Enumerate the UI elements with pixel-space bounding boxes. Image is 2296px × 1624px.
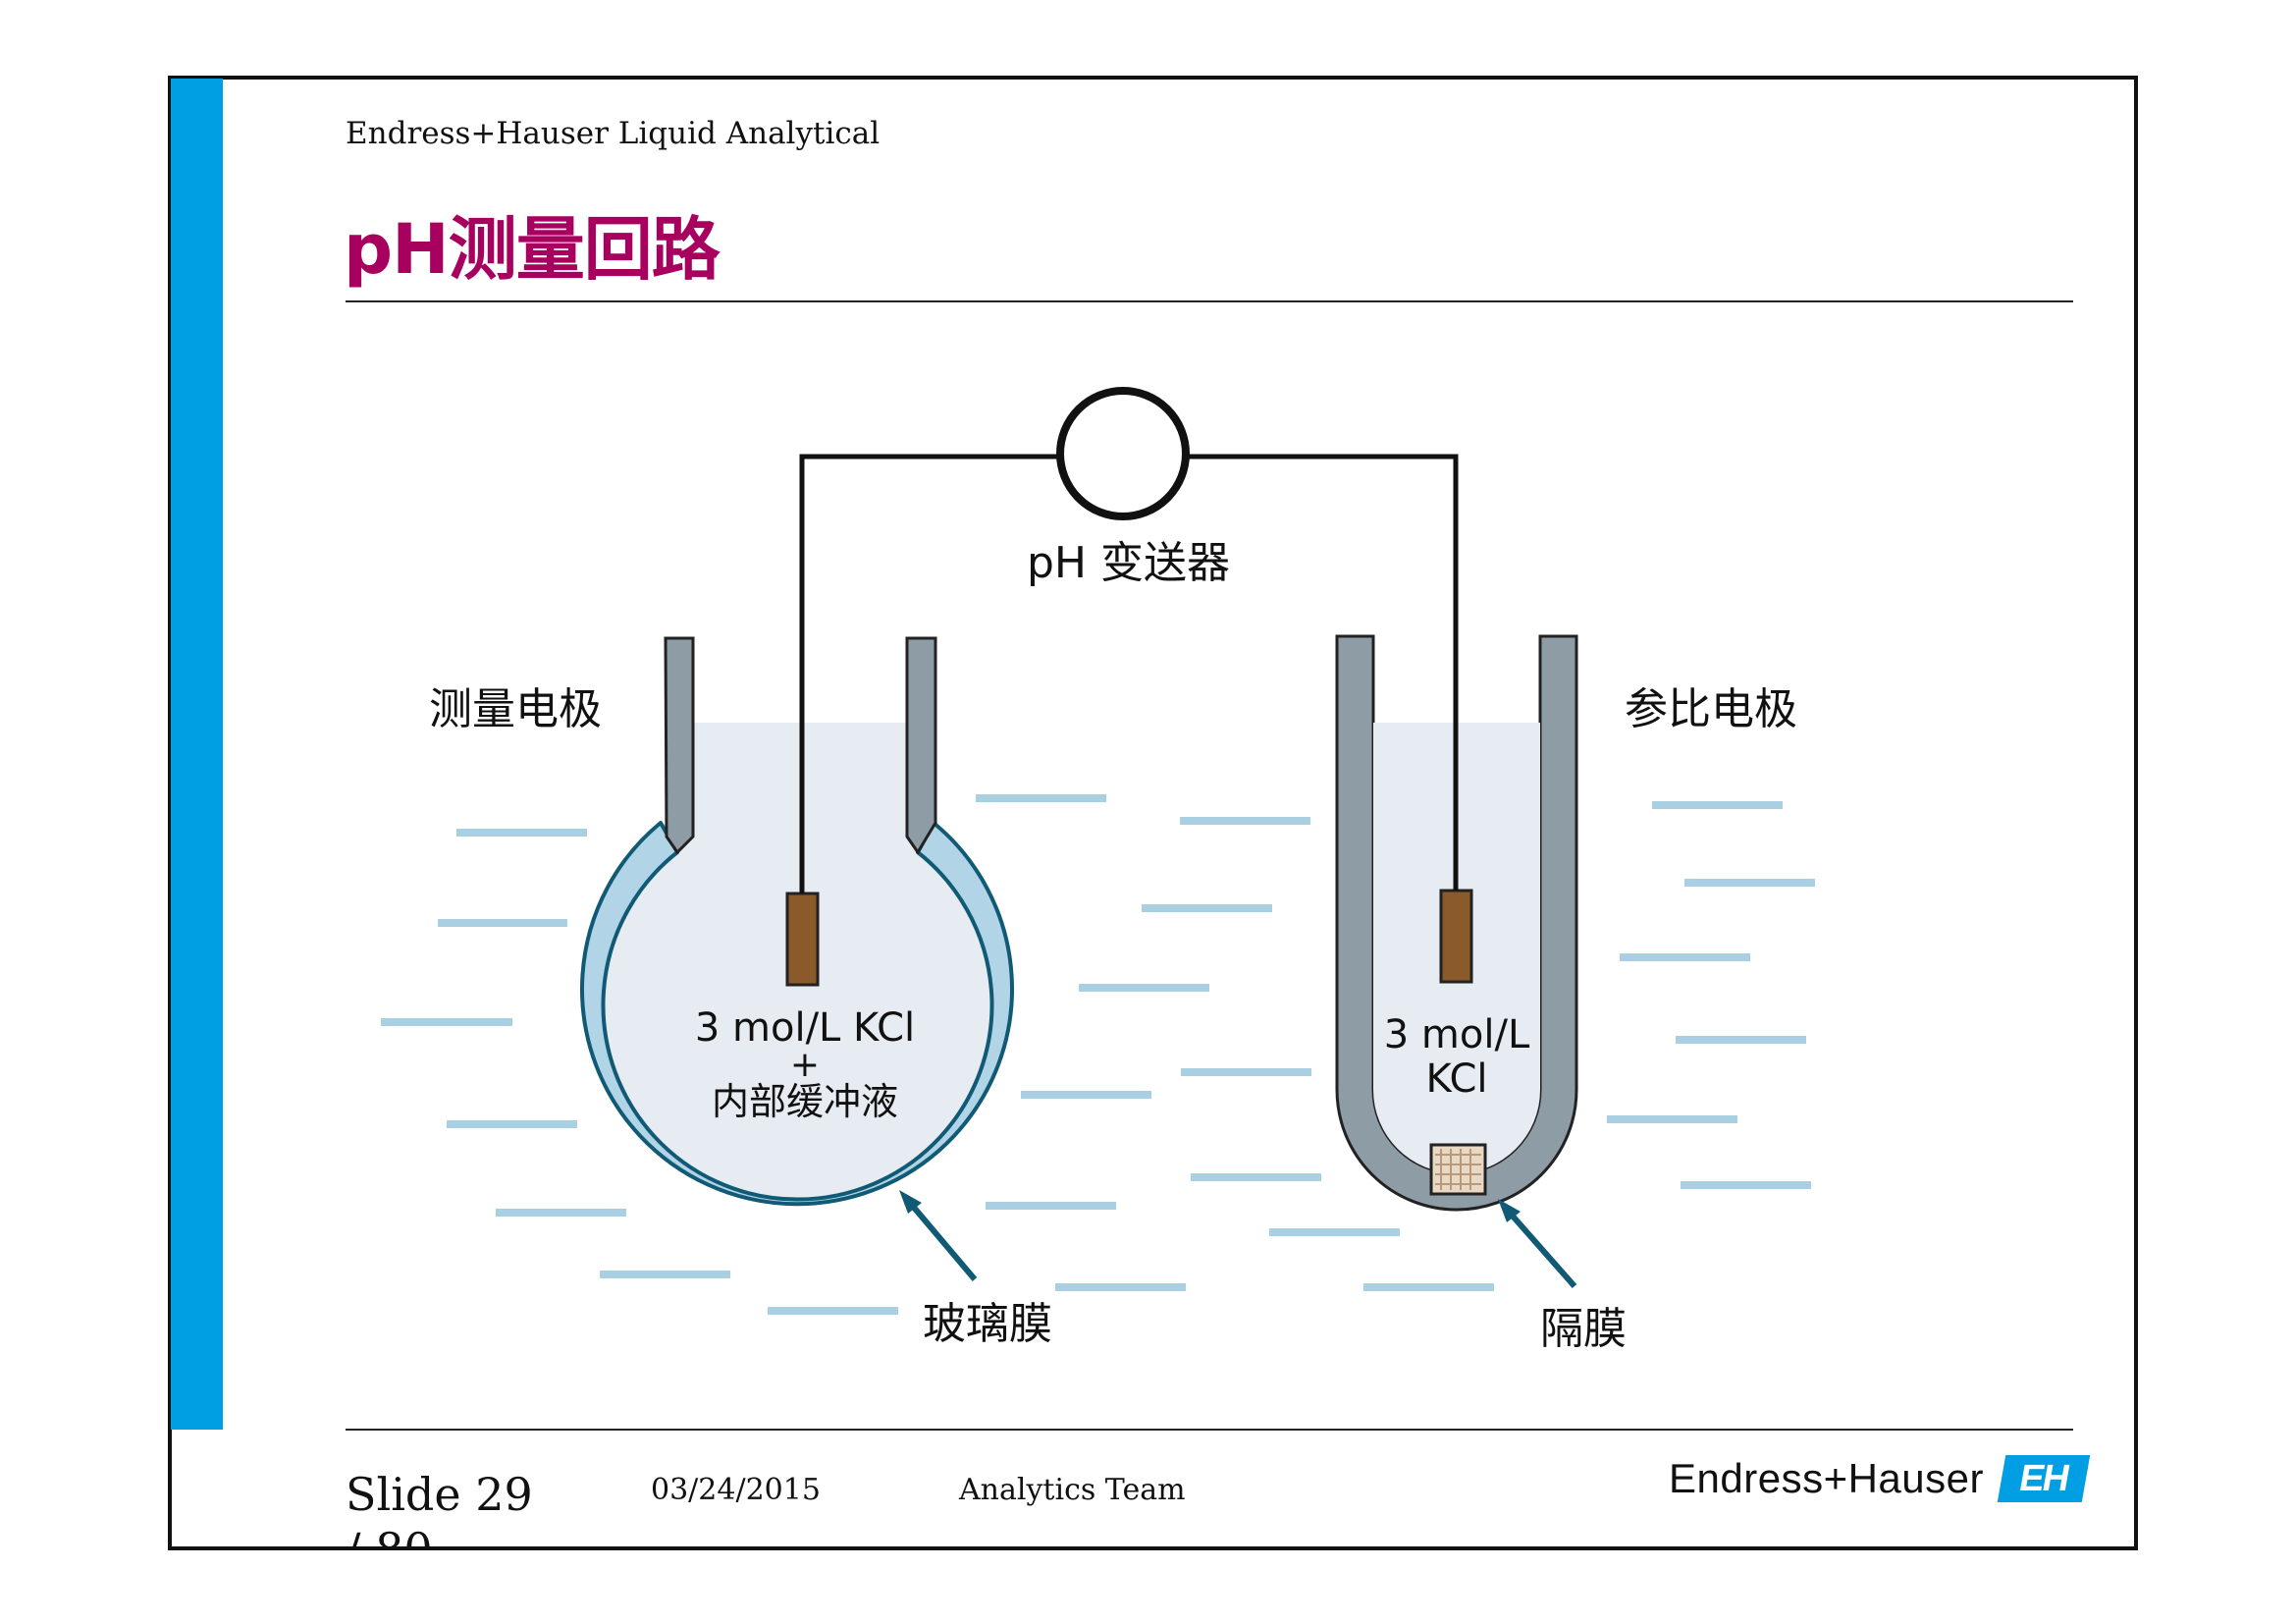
footer-team: Analytics Team: [959, 1473, 1186, 1507]
sample-liquid-dashes: [381, 794, 1815, 1315]
slide-number: Slide 29 / 80: [346, 1467, 533, 1547]
ref-fill-line1: 3 mol/L: [1384, 1012, 1530, 1057]
reference-electrode: [1335, 634, 1578, 1212]
glass-shaft-left: [664, 636, 695, 855]
reference-electrode-label: 参比电极: [1625, 684, 1797, 734]
glass-fill-line3: 内部缓冲液: [712, 1080, 898, 1123]
company-line: Endress+Hauser Liquid Analytical: [346, 116, 881, 151]
arrowhead-glass: [899, 1190, 922, 1214]
footer-rule: [346, 1429, 2073, 1431]
glass-fill-line1: 3 mol/L KCl: [695, 1005, 915, 1051]
brand-logo: Endress+Hauser EH: [1669, 1451, 2091, 1506]
diaphragm-texture: [1435, 1149, 1481, 1190]
reference-inner-electrode: [1439, 889, 1473, 984]
arrow-to-glass-membrane: [907, 1201, 978, 1281]
eh-logo-icon: EH: [1997, 1455, 2091, 1502]
glass-fill-line2: +: [790, 1045, 820, 1085]
brand-name: Endress+Hauser: [1669, 1455, 1984, 1501]
accent-bar: [171, 79, 223, 1430]
diaphragm-label: 隔膜: [1540, 1304, 1627, 1354]
arrowhead-diaphragm: [1498, 1199, 1521, 1222]
slide-title: pH测量回路: [344, 209, 721, 290]
transmitter-label: pH 变送器: [1027, 538, 1230, 588]
measuring-electrode: [580, 636, 1014, 1207]
wire-to-measuring: [799, 454, 1060, 893]
glass-membrane: [580, 821, 1014, 1207]
title-rule: [346, 300, 2073, 302]
glass-inner-electrode: [785, 892, 820, 987]
membrane-arrows: [899, 1190, 1577, 1288]
slide-number-text: Slide 29 / 80: [346, 1468, 533, 1547]
measuring-electrode-label: 测量电极: [429, 684, 602, 734]
arrow-to-diaphragm: [1506, 1210, 1577, 1288]
wire-to-reference: [1186, 454, 1459, 891]
circuit-wiring: [799, 454, 1459, 893]
diaphragm: [1429, 1143, 1487, 1196]
glass-membrane-label: 玻璃膜: [923, 1299, 1052, 1349]
ref-fill-line2: KCl: [1425, 1056, 1487, 1102]
glass-shaft-right: [905, 636, 937, 855]
meter-circle-icon: [1056, 387, 1190, 520]
slide-frame: [168, 76, 2138, 1550]
footer-date: 03/24/2015: [651, 1473, 821, 1507]
